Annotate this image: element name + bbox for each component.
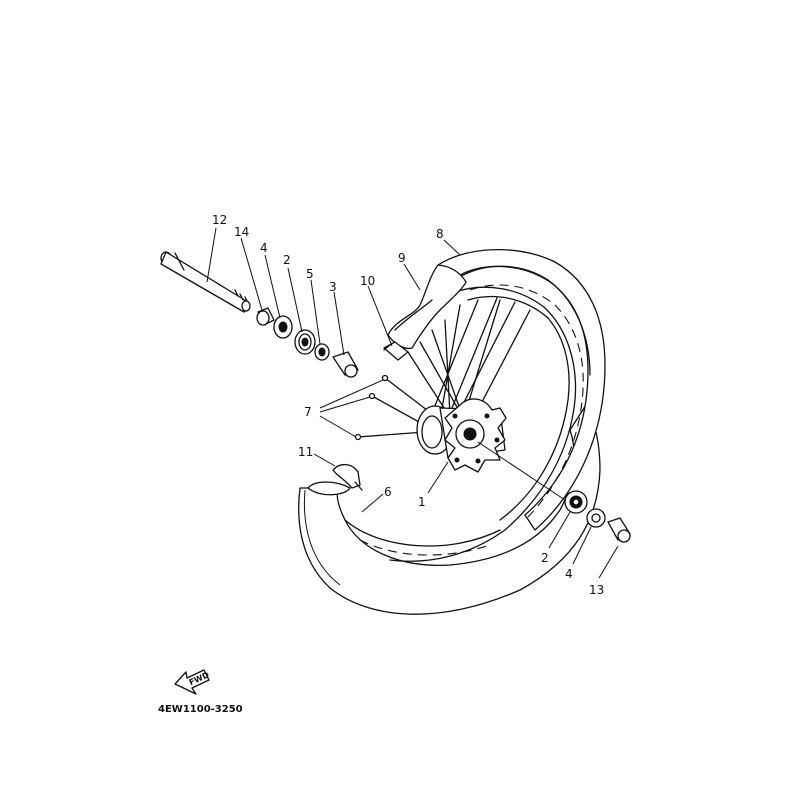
- callout-3: 3: [329, 280, 337, 294]
- hub: [416, 398, 507, 473]
- part-code: 4EW1100-3250: [158, 704, 243, 715]
- oil-seal-left: [273, 315, 293, 339]
- callout-13: 13: [589, 583, 604, 597]
- bearing-right: [564, 490, 588, 514]
- collar-right: [607, 517, 631, 543]
- wheel-axle: [160, 251, 251, 313]
- callout-12: 12: [212, 213, 227, 227]
- fwd-arrow-icon: FWD: [174, 669, 211, 695]
- circlip: [314, 343, 330, 361]
- leader-lines: [206, 227, 619, 579]
- callout-5: 5: [306, 267, 314, 281]
- axle-centerline: [477, 441, 566, 501]
- callout-8: 8: [436, 227, 444, 241]
- collar: [332, 351, 359, 378]
- oil-seal-right: [586, 508, 606, 528]
- callout-1: 1: [418, 495, 426, 509]
- callout-9: 9: [398, 251, 406, 265]
- bearing-left: [294, 329, 316, 355]
- callout-4-left: 4: [260, 241, 268, 255]
- collar-left: [256, 307, 275, 326]
- callout-2-right: 2: [541, 551, 549, 565]
- callout-2-left: 2: [283, 253, 291, 267]
- callout-11: 11: [298, 445, 313, 459]
- callout-4-right: 4: [565, 567, 573, 581]
- valve-cap: [307, 463, 363, 496]
- rim-band: [387, 264, 467, 350]
- callout-6: 6: [384, 485, 392, 499]
- callout-14: 14: [234, 225, 249, 239]
- callout-10: 10: [360, 274, 375, 288]
- callout-7: 7: [304, 405, 312, 419]
